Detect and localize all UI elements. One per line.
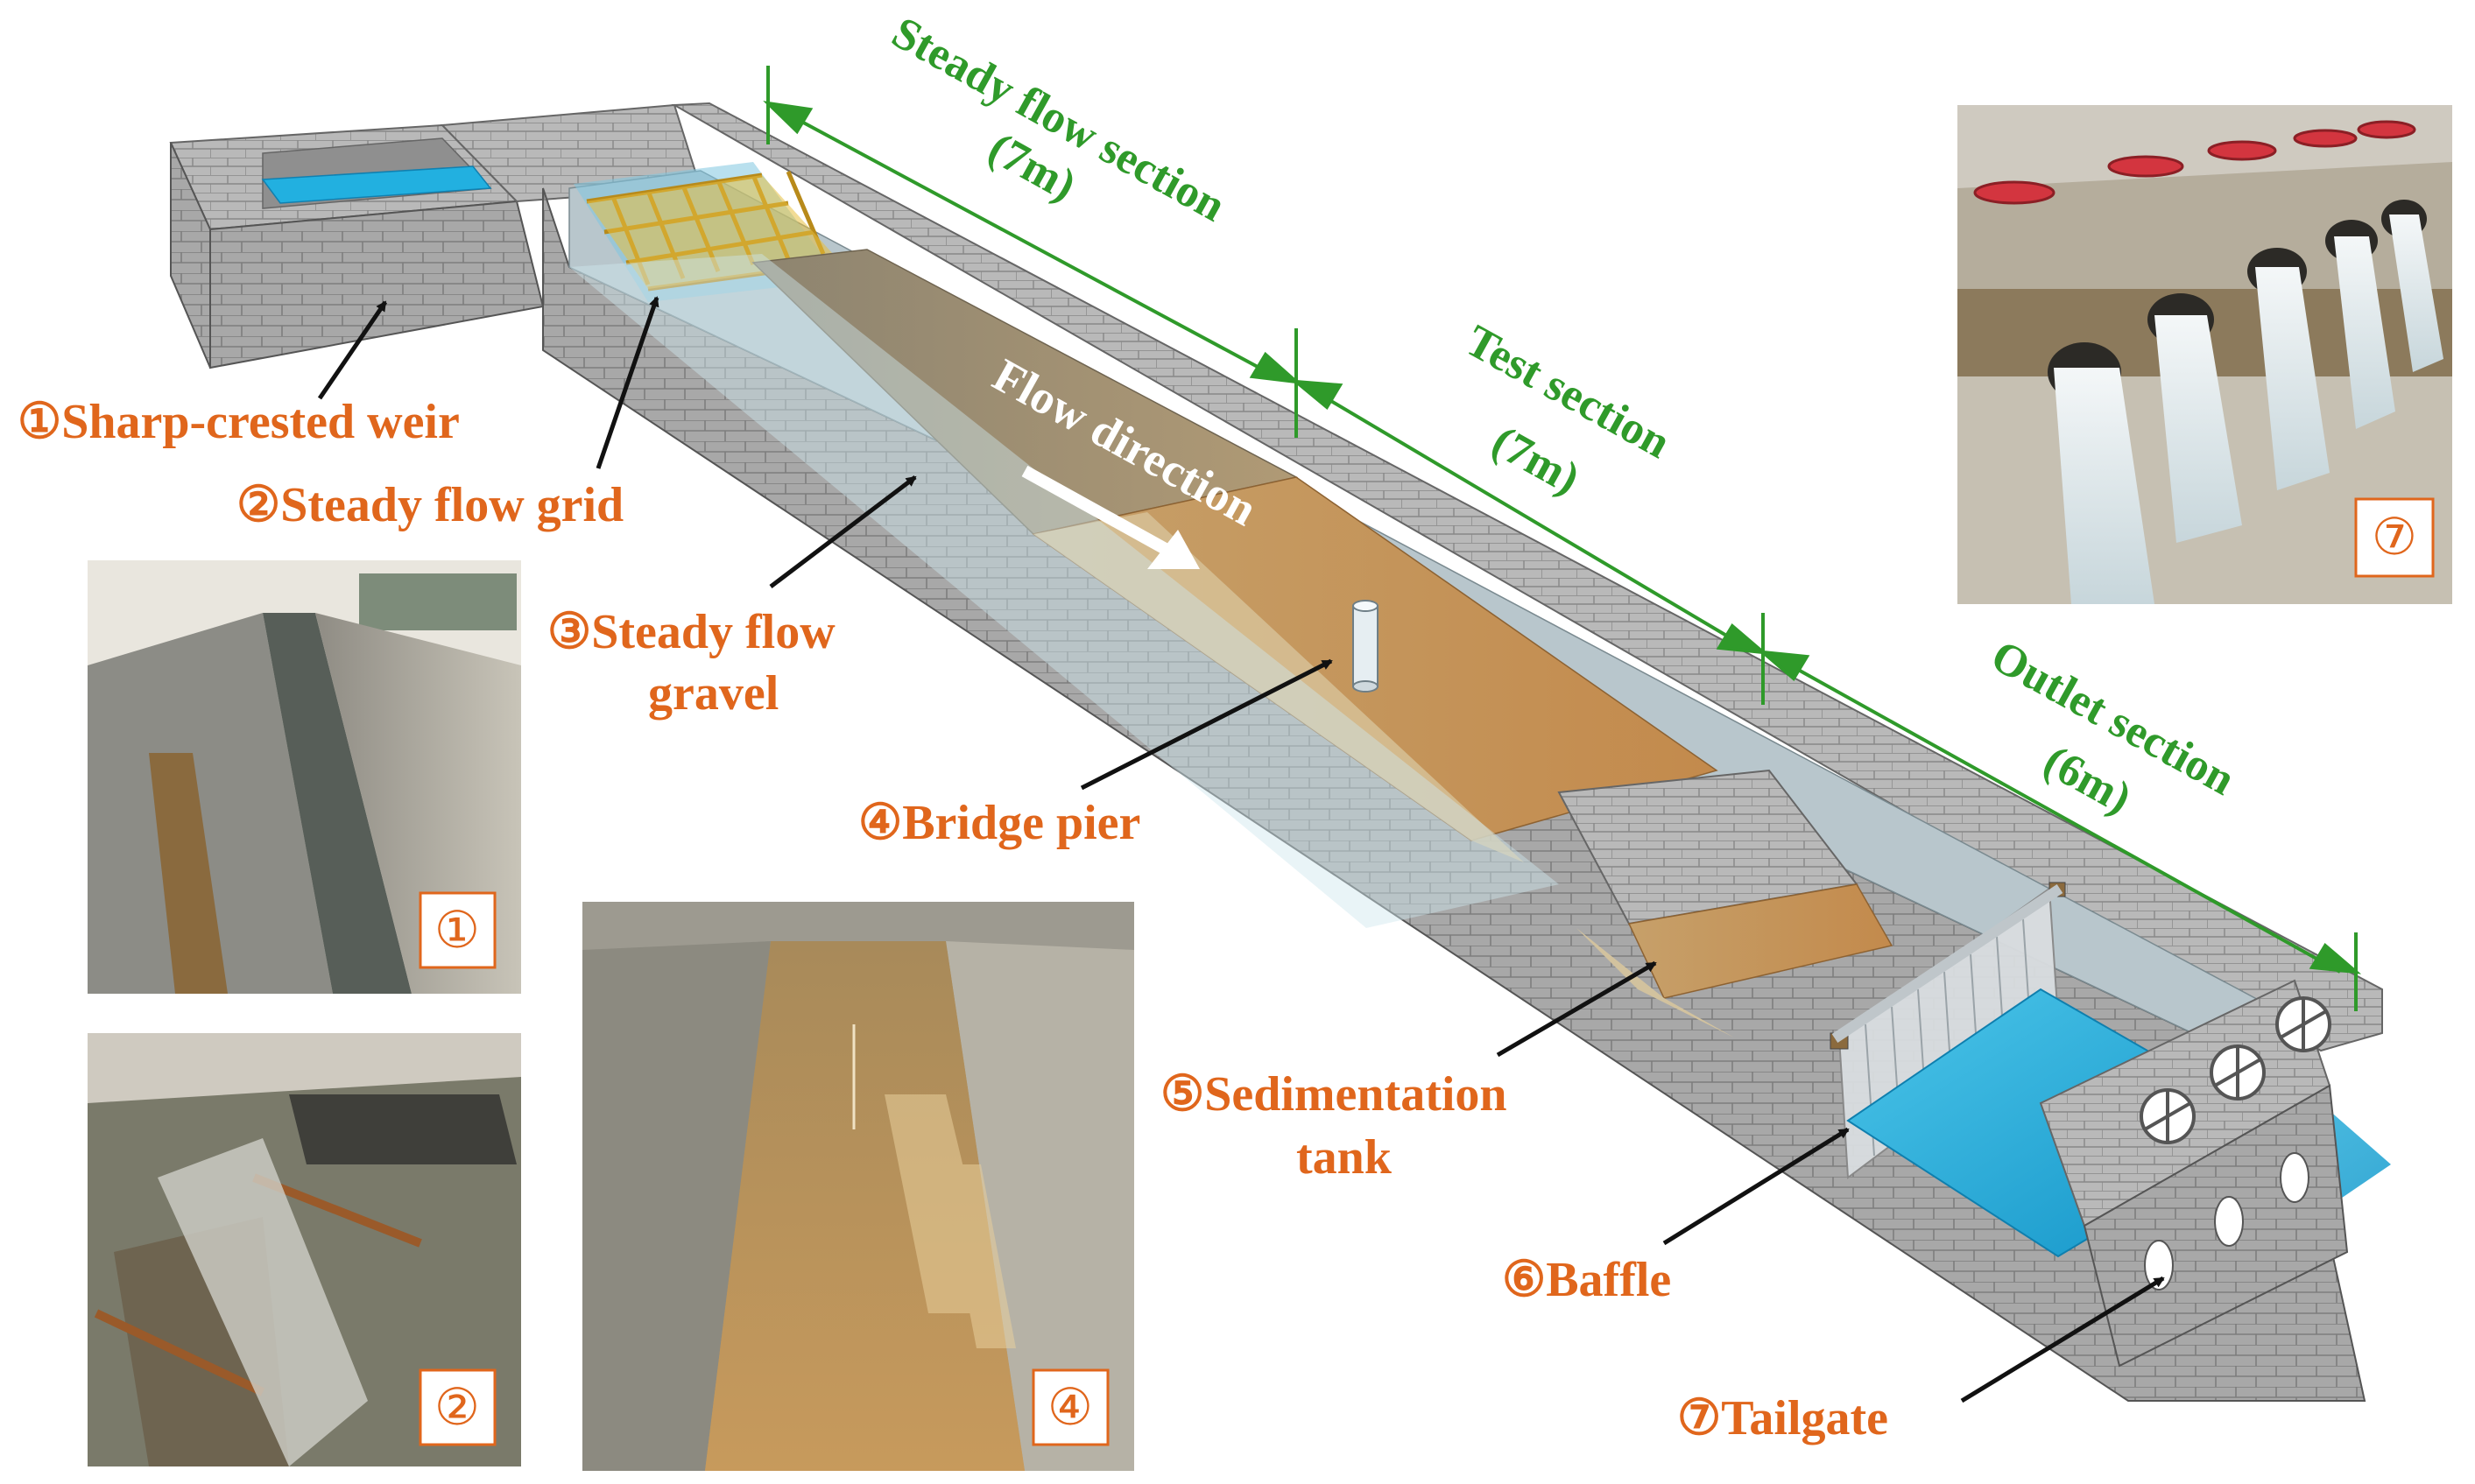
svg-text:①: ① — [434, 900, 480, 960]
photo-sharp-crested-weir: ① — [88, 560, 521, 994]
label-sedimentation-tank-2: tank — [1296, 1130, 1393, 1185]
photo-tag-1: ① — [419, 891, 497, 969]
sedimentation-tank — [1557, 769, 1893, 1037]
label-tailgate: ⑦Tailgate — [1677, 1391, 1888, 1445]
label-steady-flow-gravel-1: ③Steady flow — [547, 605, 836, 659]
flow-direction-arrow — [1021, 465, 1200, 569]
label-sharp-crested-weir: ①Sharp-crested weir — [18, 395, 460, 449]
bridge-pier — [1352, 600, 1379, 693]
callout-arrows — [317, 296, 2165, 1403]
test-section-label: Test section — [1457, 316, 1678, 468]
photo-steady-flow-grid: ② — [88, 1033, 521, 1466]
weir-water — [261, 165, 492, 204]
photo-bridge-pier: ④ — [582, 902, 1134, 1471]
svg-text:②: ② — [434, 1377, 480, 1437]
test-section-length: (7m) — [1484, 417, 1588, 504]
label-steady-flow-grid: ②Steady flow grid — [236, 478, 624, 532]
photo-tailgate: ⑦ — [1957, 105, 2452, 604]
svg-text:⑦: ⑦ — [2372, 507, 2417, 566]
section-dimensions — [763, 66, 2362, 1011]
svg-text:④: ④ — [1047, 1377, 1093, 1437]
tailgate — [2039, 979, 2349, 1368]
label-baffle: ⑥Baffle — [1502, 1253, 1671, 1307]
photo-tag-2: ② — [419, 1368, 497, 1446]
label-bridge-pier: ④Bridge pier — [858, 796, 1140, 850]
label-steady-flow-gravel-2: gravel — [648, 666, 779, 721]
label-sedimentation-tank-1: ⑤Sedimentation — [1160, 1067, 1507, 1122]
photo-tag-4: ④ — [1032, 1368, 1110, 1446]
flume-model — [169, 102, 2391, 1402]
photo-tag-7: ⑦ — [2354, 497, 2435, 578]
